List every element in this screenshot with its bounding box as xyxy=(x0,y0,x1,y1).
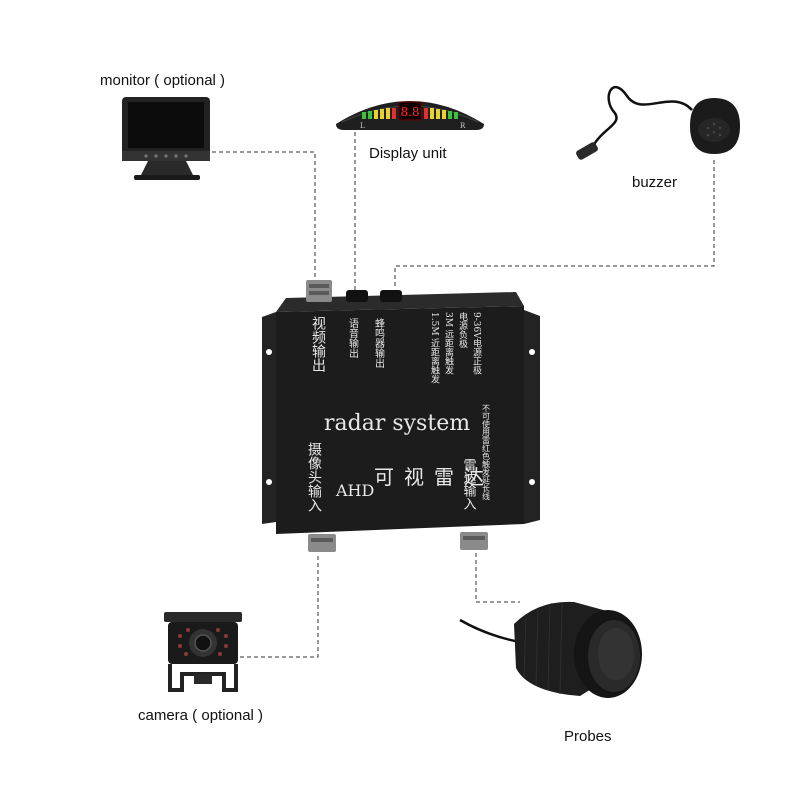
visual-radar-label: 可视雷达 xyxy=(374,465,494,489)
wire-4-label: 9-36V电源正极 xyxy=(471,312,482,376)
extension-note-label: 不可使用雷红色触发延长线 xyxy=(482,404,491,500)
probes-label: Probes xyxy=(564,728,612,745)
camera-wire xyxy=(240,553,319,658)
monitor-icon xyxy=(122,97,210,180)
led-bar-right xyxy=(424,108,458,119)
camera-input-label: 摄像头输入 xyxy=(306,442,322,512)
video-output-label: 视频输出 xyxy=(310,316,326,372)
ahd-label: AHD xyxy=(335,481,374,500)
radar-system-title: radar system xyxy=(324,411,470,436)
buzzer-icon xyxy=(576,86,740,160)
wire-1-label: 1.5M 近距离触发 xyxy=(429,312,440,384)
monitor-label: monitor ( optional ) xyxy=(100,72,226,89)
voice-output-label: 语音输出 xyxy=(347,318,359,358)
radar-input-label: 雷达输入 xyxy=(461,458,477,510)
display-label: Display unit xyxy=(369,145,447,162)
radar-controller-box: 视频输出 语音输出 蜂鸣器输出 1.5M 近距离触发 3M 远距离触发 电源负极… xyxy=(262,280,540,552)
camera-icon xyxy=(164,612,242,692)
camera-label: camera ( optional ) xyxy=(138,707,264,724)
probe-wire xyxy=(475,553,520,603)
display-right-marker: R xyxy=(460,122,466,130)
display-unit: 8.8 L R xyxy=(336,101,484,130)
display-left-marker: L xyxy=(360,122,365,130)
wire-3-label: 电源负极 xyxy=(457,311,468,349)
monitor-wire xyxy=(205,151,316,285)
probe-sensor-icon xyxy=(459,601,642,698)
led-bar-left xyxy=(362,108,396,119)
buzzer-label: buzzer xyxy=(632,174,678,191)
buzzer-wire xyxy=(394,160,715,288)
display-digits: 8.8 xyxy=(400,105,419,119)
wire-2-label: 3M 远距离触发 xyxy=(443,312,454,376)
buzzer-output-label: 蜂鸣器输出 xyxy=(373,317,385,368)
